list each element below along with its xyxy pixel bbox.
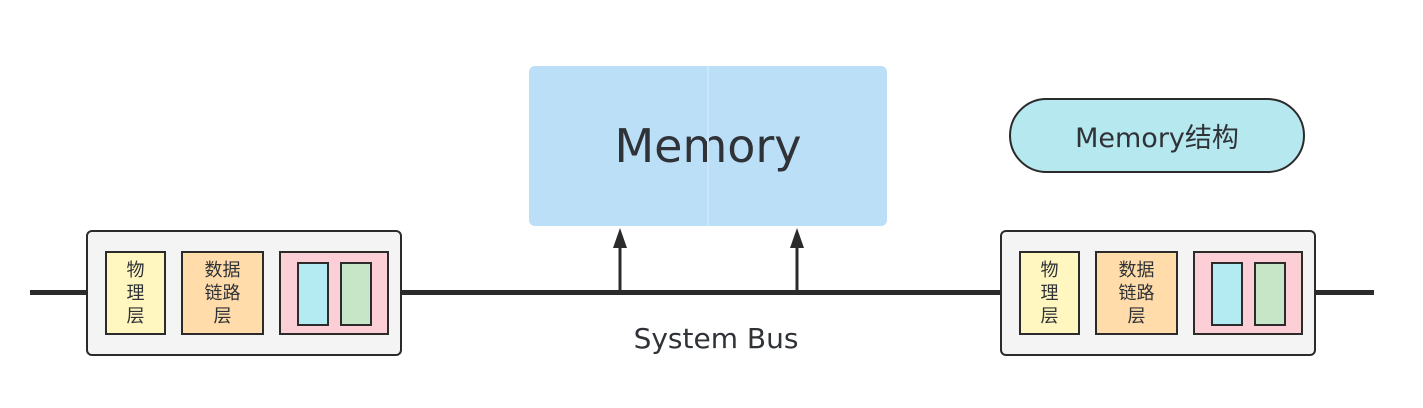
data-link-layer-box: 数据 链路 层 xyxy=(181,251,264,335)
physical-layer-box: 物 理 层 xyxy=(1019,251,1080,335)
physical-layer-label: 物 理 层 xyxy=(1040,259,1059,327)
buffer-box xyxy=(1193,251,1303,335)
physical-layer-label: 物 理 层 xyxy=(126,259,145,327)
system-bus-line xyxy=(400,290,1002,295)
buffer-slot-green xyxy=(340,262,372,326)
buffer-slot-cyan xyxy=(1211,262,1243,326)
buffer-slot-green xyxy=(1254,262,1286,326)
buffer-box xyxy=(279,251,389,335)
nic-left: 物 理 层 数据 链路 层 xyxy=(86,230,402,356)
buffer-slot-cyan xyxy=(297,262,329,326)
memory-structure-pill: Memory结构 xyxy=(1009,98,1305,173)
memory-structure-label: Memory结构 xyxy=(1075,123,1239,154)
data-link-layer-box: 数据 链路 层 xyxy=(1095,251,1178,335)
nic-right: 物 理 层 数据 链路 层 xyxy=(1000,230,1316,356)
arrow-right-head xyxy=(790,228,804,248)
physical-layer-box: 物 理 层 xyxy=(105,251,166,335)
memory-seam-divider xyxy=(707,66,709,226)
arrow-left-head xyxy=(613,228,627,248)
right-stub-line xyxy=(1314,290,1374,295)
data-link-layer-label: 数据 链路 层 xyxy=(1118,259,1155,327)
system-bus-label: System Bus xyxy=(633,322,799,355)
data-link-layer-label: 数据 链路 层 xyxy=(204,259,241,327)
left-stub-line xyxy=(30,290,88,295)
